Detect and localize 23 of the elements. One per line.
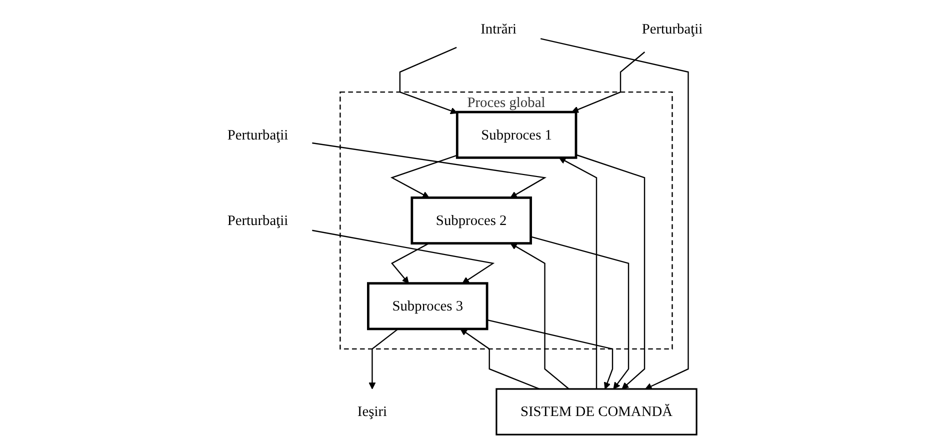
arrow bbox=[486, 319, 614, 390]
arrow bbox=[368, 328, 398, 390]
node-text: Perturbaţii bbox=[227, 126, 288, 142]
arrow bbox=[399, 46, 458, 114]
node-text: Ieşiri bbox=[357, 403, 388, 420]
node-box: SISTEM DE COMANDĂ bbox=[496, 388, 698, 436]
node-box: Subproces 3 bbox=[367, 282, 488, 330]
arrow bbox=[558, 157, 598, 389]
arrow bbox=[510, 243, 570, 390]
arrow bbox=[390, 242, 430, 284]
arrow bbox=[572, 52, 646, 113]
arrow bbox=[530, 236, 630, 390]
arrow bbox=[390, 154, 458, 198]
node-text: Perturbaţii bbox=[642, 20, 703, 37]
arrow bbox=[312, 142, 547, 198]
arrow bbox=[460, 328, 540, 390]
arrow bbox=[312, 230, 495, 284]
node-box: Subproces 1 bbox=[456, 110, 578, 159]
arrow bbox=[540, 38, 689, 390]
node-text: Intrări bbox=[480, 20, 517, 37]
arrow bbox=[576, 154, 646, 390]
node-text: Perturbaţii bbox=[227, 212, 288, 228]
node-box: Subproces 2 bbox=[410, 196, 532, 244]
